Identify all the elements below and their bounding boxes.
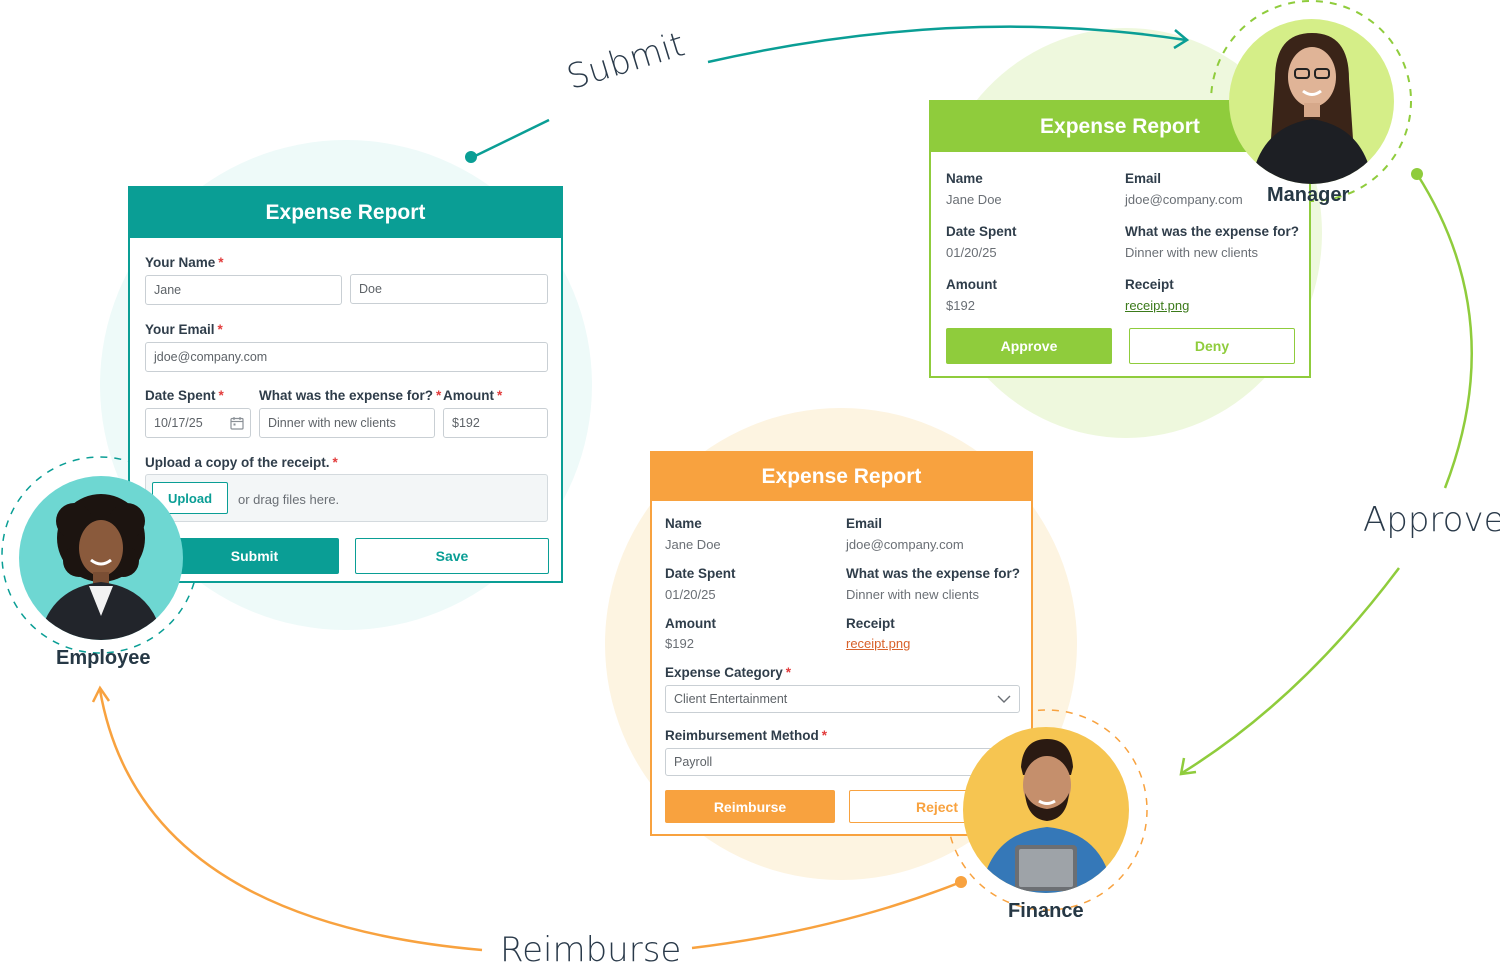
calendar-icon[interactable] bbox=[230, 416, 244, 430]
reimburse-arrow-right bbox=[691, 880, 962, 950]
submit-button[interactable]: Submit bbox=[170, 538, 339, 574]
expense-category-value: Client Entertainment bbox=[674, 692, 788, 706]
approve-arrow-upper bbox=[1415, 173, 1473, 489]
approve-step-label: Approve bbox=[1363, 500, 1500, 540]
finance-date-value: 01/20/25 bbox=[665, 587, 716, 602]
finance-amount-value: $192 bbox=[665, 636, 694, 651]
manager-receipt-label: Receipt bbox=[1125, 277, 1174, 292]
manager-amount-label: Amount bbox=[946, 277, 997, 292]
finance-avatar bbox=[963, 727, 1129, 893]
manager-date-value: 01/20/25 bbox=[946, 245, 997, 260]
reimburse-step-label: Reimburse bbox=[500, 930, 682, 965]
your-name-label: Your Name* bbox=[145, 255, 224, 270]
finance-form-title: Expense Report bbox=[652, 453, 1031, 501]
save-button[interactable]: Save bbox=[355, 538, 549, 574]
email-input[interactable]: jdoe@company.com bbox=[145, 342, 548, 372]
upload-receipt-label: Upload a copy of the receipt.* bbox=[145, 455, 338, 470]
manager-name-value: Jane Doe bbox=[946, 192, 1002, 207]
approve-arrow-lower bbox=[1181, 567, 1400, 775]
finance-amount-label: Amount bbox=[665, 616, 716, 631]
reimburse-arrow-left bbox=[98, 689, 483, 952]
finance-expense-review: Expense Report Name Jane Doe Email jdoe@… bbox=[650, 451, 1033, 836]
date-spent-label: Date Spent* bbox=[145, 388, 224, 403]
manager-amount-value: $192 bbox=[946, 298, 975, 313]
chevron-down-icon bbox=[997, 695, 1011, 703]
manager-role-label: Manager bbox=[1267, 184, 1350, 206]
first-name-input[interactable]: Jane bbox=[145, 275, 342, 305]
finance-portrait-icon bbox=[981, 739, 1113, 893]
finance-purpose-label: What was the expense for? bbox=[846, 566, 1021, 581]
date-spent-input[interactable]: 10/17/25 bbox=[145, 408, 251, 438]
employee-expense-form: Expense Report Your Name* Jane Doe Your … bbox=[128, 186, 563, 583]
manager-receipt-link[interactable]: receipt.png bbox=[1125, 298, 1190, 313]
approve-button[interactable]: Approve bbox=[946, 328, 1112, 364]
manager-purpose-value: Dinner with new clients bbox=[1125, 245, 1258, 260]
reimburse-arrowhead bbox=[91, 685, 111, 703]
receipt-dropzone[interactable]: Upload or drag files here. bbox=[145, 474, 548, 522]
employee-form-title: Expense Report bbox=[130, 188, 561, 238]
finance-name-value: Jane Doe bbox=[665, 537, 721, 552]
finance-email-label: Email bbox=[846, 516, 883, 531]
manager-date-label: Date Spent bbox=[946, 224, 1017, 239]
manager-email-value: jdoe@company.com bbox=[1125, 192, 1243, 207]
last-name-input[interactable]: Doe bbox=[350, 274, 548, 304]
finance-purpose-value: Dinner with new clients bbox=[846, 587, 979, 602]
submit-arrow bbox=[707, 25, 1187, 64]
employee-portrait-icon bbox=[39, 494, 163, 640]
date-spent-value: 10/17/25 bbox=[154, 416, 203, 430]
finance-name-label: Name bbox=[665, 516, 702, 531]
submit-arrow-tail bbox=[472, 118, 550, 159]
finance-date-label: Date Spent bbox=[665, 566, 736, 581]
reimbursement-method-label: Reimbursement Method* bbox=[665, 728, 828, 743]
upload-hint: or drag files here. bbox=[238, 492, 340, 507]
deny-button[interactable]: Deny bbox=[1129, 328, 1295, 364]
manager-email-label: Email bbox=[1125, 171, 1162, 186]
finance-receipt-label: Receipt bbox=[846, 616, 895, 631]
amount-label: Amount* bbox=[443, 388, 503, 403]
approve-arrowhead bbox=[1179, 757, 1197, 776]
manager-purpose-label: What was the expense for? bbox=[1125, 224, 1300, 239]
reimburse-button[interactable]: Reimburse bbox=[665, 790, 835, 823]
manager-portrait-icon bbox=[1251, 33, 1373, 184]
finance-role-label: Finance bbox=[1008, 900, 1084, 922]
finance-email-value: jdoe@company.com bbox=[846, 537, 964, 552]
submit-arrowhead bbox=[1173, 29, 1190, 50]
submit-arrow-dot bbox=[465, 151, 477, 163]
expense-category-select[interactable]: Client Entertainment bbox=[665, 685, 1020, 713]
manager-avatar bbox=[1229, 19, 1394, 184]
expense-purpose-input[interactable]: Dinner with new clients bbox=[259, 408, 435, 438]
employee-role-label: Employee bbox=[56, 647, 151, 669]
manager-name-label: Name bbox=[946, 171, 983, 186]
finance-receipt-link[interactable]: receipt.png bbox=[846, 636, 911, 651]
amount-input[interactable]: $192 bbox=[443, 408, 548, 438]
expense-purpose-label: What was the expense for?* bbox=[259, 388, 442, 403]
expense-category-label: Expense Category* bbox=[665, 665, 792, 680]
employee-avatar bbox=[19, 476, 183, 640]
your-email-label: Your Email* bbox=[145, 322, 223, 337]
reimbursement-method-input[interactable]: Payroll bbox=[665, 748, 1020, 776]
